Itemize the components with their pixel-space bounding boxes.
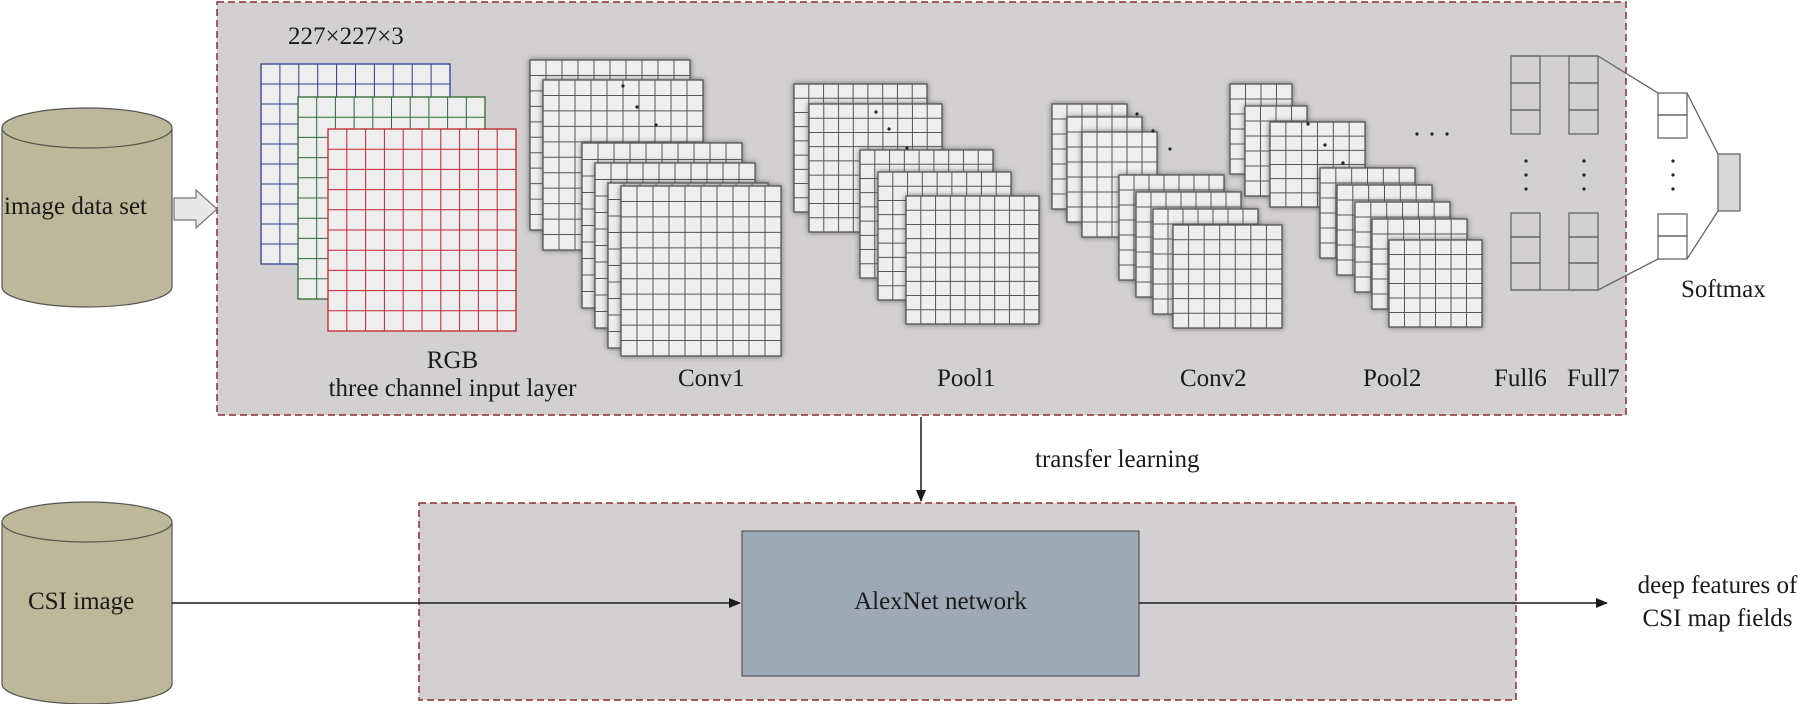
csi-image-label: CSI image [28,588,135,615]
feature-map-stacks [529,59,1483,357]
rgb-label: RGB [426,347,479,374]
dot [905,146,909,150]
full6-label: Full6 [1494,365,1547,392]
data-input-arrow [173,188,218,230]
fc-fan-lines [1597,55,1719,291]
dot [1671,187,1675,191]
conv2-maps [1051,103,1283,329]
dot [1430,132,1434,136]
dot [1524,173,1528,177]
dot [1151,129,1155,133]
conv1-maps [529,59,782,357]
output-layer [1657,92,1688,260]
channel-red-grid [327,128,517,332]
pool1-maps-tile [905,195,1040,325]
dot [635,105,639,109]
output-label-line1: deep features of [1637,572,1798,599]
image-data-set-label: image data set [4,193,147,220]
fc-connectors [1511,55,1598,291]
pool2-label: Pool2 [1363,365,1422,392]
input-size-label: 227×227×3 [288,23,404,50]
alexnet-network-label: AlexNet network [854,588,1027,615]
dot [887,127,891,131]
transfer-learning-label: transfer learning [1035,446,1200,473]
dot [1445,132,1449,136]
conv2-label: Conv2 [1180,365,1247,392]
dot [1341,161,1345,165]
dot [1168,147,1172,151]
dot [1524,159,1528,163]
dot [1671,173,1675,177]
dot [1135,112,1139,116]
softmax-label: Softmax [1681,276,1766,303]
pool1-label: Pool1 [937,365,996,392]
dot [1582,173,1586,177]
fully-connected-layers [1510,55,1741,291]
conv2-maps-tile [1172,224,1283,329]
full7-label: Full7 [1567,365,1620,392]
image-data-set-cylinder [1,107,173,308]
ellipsis-dots [621,84,1675,191]
output-label-line2: CSI map fields [1642,605,1793,632]
dot [1323,143,1327,147]
dot [1415,132,1419,136]
output-column [1657,92,1688,260]
rgb-channel-grids [260,63,517,332]
dot [621,84,625,88]
dot [1582,159,1586,163]
conv1-maps-tile [620,185,782,357]
pool2-maps [1229,83,1483,328]
dot [654,123,658,127]
pool2-maps-tile [1388,239,1483,328]
dot [1582,187,1586,191]
dot [1671,159,1675,163]
csi-image-cylinder [1,501,173,704]
softmax-node [1717,153,1741,212]
dot [874,110,878,114]
dot [1524,187,1528,191]
alexnet-network-box [741,530,1140,677]
pool1-maps [793,83,1040,325]
dot [1306,122,1310,126]
conv1-label: Conv1 [678,365,745,392]
input-layer-label: three channel input layer [328,375,577,402]
